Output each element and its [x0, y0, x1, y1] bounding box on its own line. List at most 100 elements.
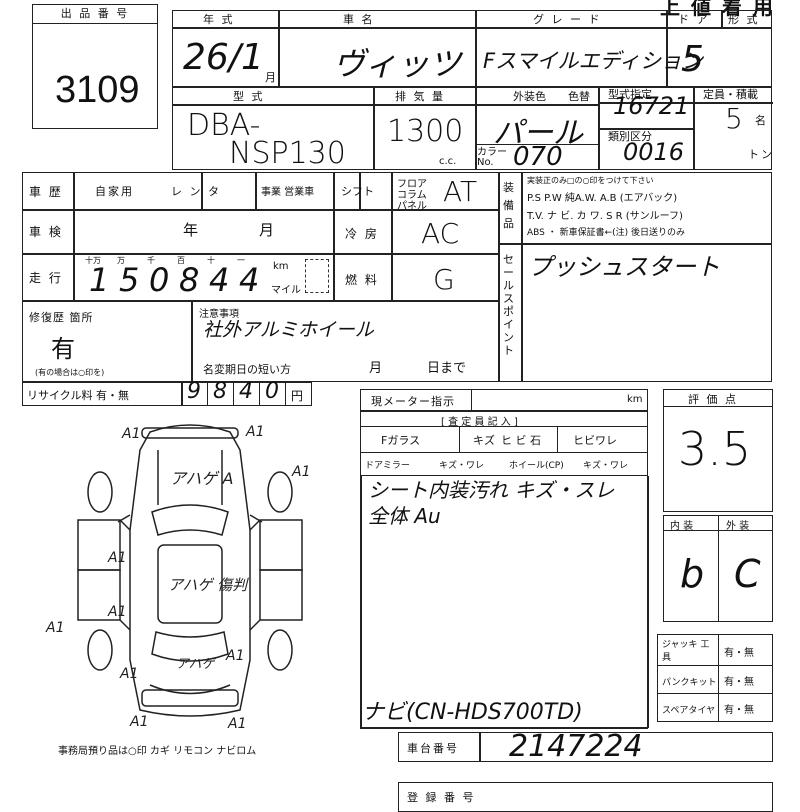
- model-line2: NSP130: [229, 136, 346, 171]
- score-value: 3.5: [678, 422, 752, 476]
- item-puncture-value[interactable]: 有・無: [724, 677, 754, 688]
- year-month-mark: 月: [265, 71, 278, 84]
- wheel-label: ホイール(CP): [509, 461, 564, 471]
- score-label: 評 価 点: [688, 393, 738, 406]
- chassis-value: 2147224: [509, 729, 643, 764]
- equip-line2: T.V. ナ ビ. カ ワ. S R (サンルーフ): [527, 211, 683, 222]
- chassis-label: 車台番号: [407, 742, 459, 755]
- history-rental[interactable]: レ ン タ: [171, 185, 221, 198]
- classno-label: 類別区分: [608, 130, 652, 143]
- typeno-value: 16721: [613, 92, 690, 120]
- sales-point-value: プッシュスタート: [528, 253, 720, 281]
- interior-label: 内 装: [670, 521, 694, 532]
- navi-note: ナビ(CN-HDS700TD): [362, 700, 583, 725]
- int-ext-block: 内 装 外 装 b C: [663, 515, 773, 622]
- car-diagram: A1 A1 A1 A1 A1 A1 A1 A1 A1 A1 アハゲ A アハゲ …: [45, 424, 310, 732]
- recycle-digit-1: 9: [187, 379, 201, 404]
- mirror-label: ドアミラー: [365, 461, 410, 471]
- equip-label: 装 備 品: [503, 181, 516, 230]
- spec-grid: 車 歴 自家用 レ ン タ 事業 営業車 シフト フロア コラム パネル AT …: [22, 172, 772, 382]
- typeno-label: 型式指定: [608, 88, 652, 101]
- inspector-comment-2: 全体 Au: [368, 504, 441, 528]
- repair-note: (有の場合は○印を): [35, 368, 105, 377]
- item-jack-value[interactable]: 有・無: [724, 648, 754, 659]
- colorno-value: 070: [513, 142, 563, 172]
- color-change-label: 色替: [568, 90, 590, 103]
- notes-label: 注意事項: [199, 309, 239, 320]
- model-line1: DBA-: [187, 108, 261, 143]
- damage-mark: A1: [227, 716, 246, 732]
- exterior-score-value: C: [734, 552, 761, 596]
- recycle-digit-2: 8: [213, 379, 227, 404]
- damage-note: アハゲ 傷判: [168, 576, 249, 594]
- capacity-unit-tons: トン: [748, 148, 774, 161]
- year-value: 26/1: [183, 37, 264, 78]
- mileage-digit-3: 0: [149, 261, 170, 299]
- fglass-scratch[interactable]: キズ: [473, 434, 495, 447]
- displacement-value: 1300: [387, 114, 464, 149]
- ac-label: 冷 房: [345, 227, 379, 241]
- mileage-unit-100: 百: [177, 256, 185, 265]
- history-label: 車 歴: [29, 185, 63, 199]
- classno-value: 0016: [623, 138, 685, 166]
- deadline-month: 月: [369, 361, 385, 376]
- damage-mark: A1: [129, 714, 148, 730]
- year-label: 年 式: [203, 13, 235, 26]
- capacity-value: 5: [725, 102, 743, 135]
- mileage-unit-1: 一: [237, 256, 245, 265]
- equip-line1: P.S P.W 純A.W. A.B (エアバック): [527, 193, 678, 204]
- mileage-digits: 十万 万 千 百 十 一 1 5 0 8 4 4: [83, 255, 269, 299]
- mileage-digit-5: 4: [209, 261, 230, 299]
- registration-row: 登 録 番 号: [398, 782, 773, 812]
- damage-mark: A1: [225, 648, 244, 664]
- repair-label: 修復歴 箇所: [29, 311, 94, 324]
- diagram-legend: 事務局預り品は○印 カギ リモコン ナビロム: [58, 746, 257, 757]
- registration-label: 登 録 番 号: [407, 791, 476, 804]
- item-spare-value[interactable]: 有・無: [724, 705, 754, 716]
- recycle-digit-4: 0: [265, 379, 279, 404]
- page-title: 上 値 着 用: [660, 0, 775, 19]
- fuel-value: G: [433, 263, 455, 296]
- grade-label: グ レ ー ド: [533, 13, 602, 26]
- mileage-unit-100k: 十万: [85, 256, 101, 265]
- ac-value: AC: [421, 217, 460, 250]
- mileage-digit-2: 5: [119, 261, 140, 299]
- damage-mark: A1: [291, 464, 310, 480]
- mirror-damage[interactable]: キズ・ワレ: [439, 461, 485, 471]
- grade-value: Fスマイルエディション: [483, 49, 703, 73]
- history-own[interactable]: 自家用: [95, 185, 134, 198]
- mileage-mile: マイル: [271, 285, 301, 296]
- inspection-month: 月: [259, 221, 277, 239]
- mile-checkbox[interactable]: [305, 259, 329, 293]
- mileage-km: km: [273, 261, 289, 272]
- model-row: 型 式 DBA- NSP130 排 気 量 1300 c.c. 外装色 色替 パ…: [172, 87, 774, 172]
- inspection-label: 車 検: [29, 225, 63, 239]
- fglass-chip[interactable]: ヒ ビ 石: [501, 434, 541, 447]
- model-label: 型 式: [233, 90, 265, 103]
- damage-mark: A1: [121, 426, 140, 442]
- wheel-damage[interactable]: キズ・ワレ: [583, 461, 629, 471]
- inspector-block: [ 査 定 員 記 入 ] Fガラス キズ ヒ ビ 石 ヒビワレ ドアミラー キ…: [360, 411, 648, 476]
- damage-mark: A1: [107, 604, 126, 620]
- damage-note: アハゲ: [176, 657, 216, 672]
- inspector-header: [ 査 定 員 記 入 ]: [441, 417, 518, 428]
- shift-value: AT: [443, 175, 478, 208]
- mileage-digit-1: 1: [89, 261, 110, 299]
- damage-mark: A1: [107, 550, 126, 566]
- fglass-crack[interactable]: ヒビワレ: [573, 434, 617, 447]
- repair-value: 有: [51, 335, 75, 363]
- item-puncture-label: パンクキット: [662, 678, 717, 688]
- inspector-comment-1: シート内装汚れ キズ・スレ: [368, 478, 615, 502]
- mileage-digit-4: 8: [179, 261, 200, 299]
- item-jack-label: ジャッキ 工 具: [662, 640, 710, 663]
- mileage-digit-6: 4: [239, 261, 260, 299]
- capacity-unit-persons: 名: [755, 114, 768, 127]
- damage-mark: A1: [245, 424, 264, 440]
- damage-mark: A1: [45, 620, 64, 636]
- exterior-label: 外装色: [513, 90, 546, 103]
- shift-opt-floor: フロア: [397, 179, 427, 190]
- meter-row: 現メーター指示 km: [360, 389, 648, 411]
- name-label: 車 名: [343, 13, 375, 26]
- car-name: ヴィッツ: [333, 45, 462, 83]
- history-business[interactable]: 事業 営業車: [261, 187, 315, 198]
